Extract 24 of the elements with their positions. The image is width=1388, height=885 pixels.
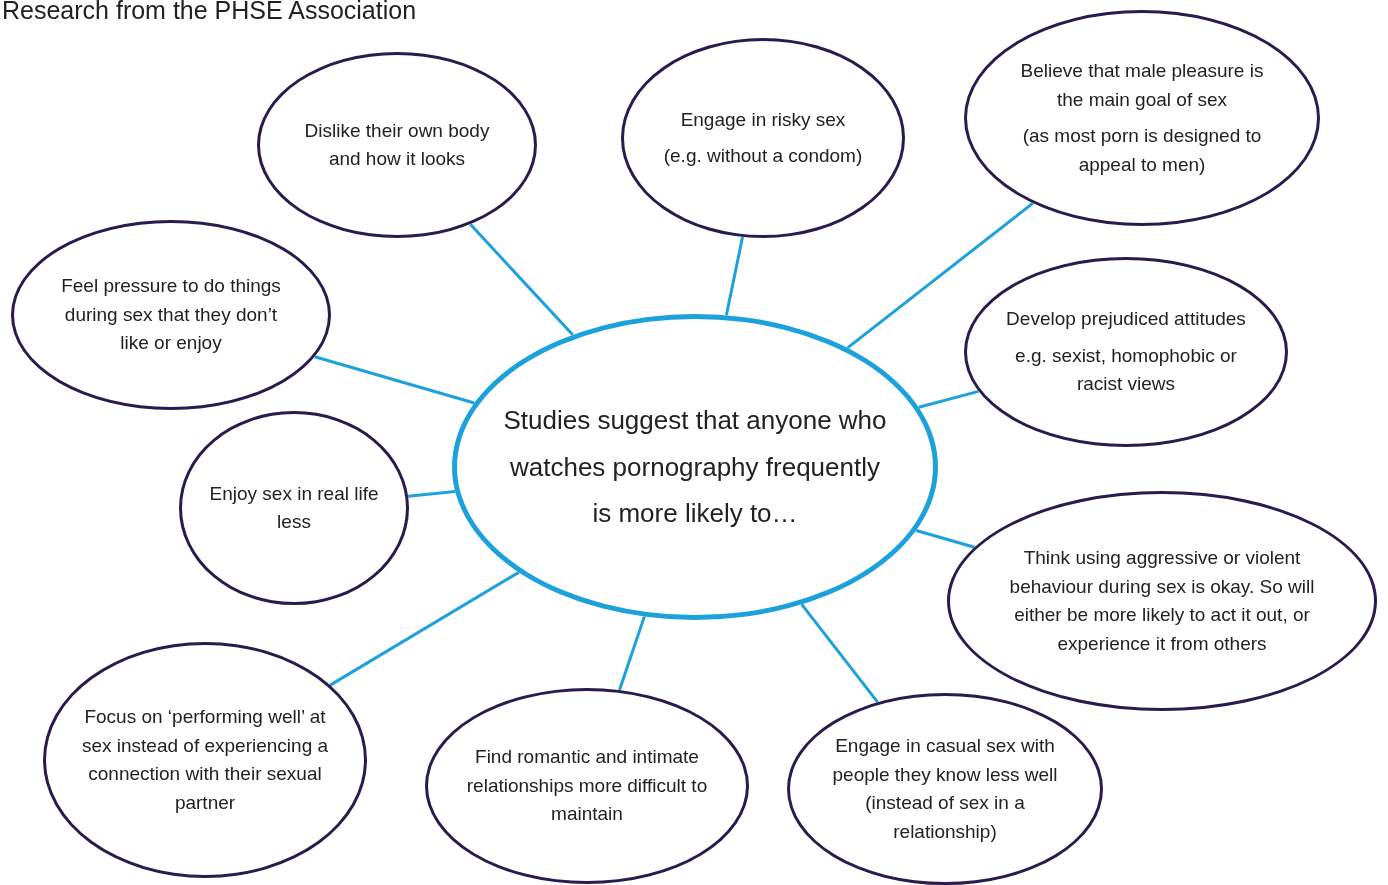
ellipse-text: Develop prejudiced attitudes bbox=[1006, 307, 1246, 332]
ellipse-text: Enjoy sex in real life less bbox=[208, 481, 380, 534]
ellipse-text: Engage in casual sex with people they know less well (instead of sex in a relationship) bbox=[831, 734, 1059, 844]
title: Research from the PHSE Association bbox=[2, 0, 417, 25]
ellipse-text: Think using aggressive or violent behaviour during sex is okay. So will either be more likely to act it out, or experience it from others bbox=[1008, 546, 1316, 656]
connector-line bbox=[329, 571, 520, 687]
connector-line bbox=[724, 236, 744, 316]
ellipse-text: Feel pressure to do things during sex that they don’t like or enjoy bbox=[60, 274, 282, 356]
ellipse-text: Engage in risky sex bbox=[680, 107, 846, 132]
connector-line bbox=[918, 389, 979, 409]
connector-line bbox=[800, 603, 879, 704]
ellipse-text: Focus on ‘performing well’ at sex instead of experiencing a connection with their sexual partner bbox=[81, 705, 329, 815]
ellipse-text: Believe that male pleasure is the main goal of sex bbox=[1019, 59, 1265, 112]
ellipse-text: (e.g. without a condom) bbox=[663, 144, 863, 168]
connector-line bbox=[915, 529, 975, 549]
ellipse-text: Dislike their own body and how it looks bbox=[303, 118, 491, 171]
ellipse-text: Studies suggest that anyone who watches pornography frequently is more likely to… bbox=[502, 403, 888, 531]
connector-line bbox=[469, 223, 574, 336]
ellipse-text: (as most porn is designed to appeal to men) bbox=[1021, 124, 1263, 177]
ellipse-text: e.g. sexist, homophobic or racist views bbox=[1014, 343, 1238, 397]
connector-line bbox=[314, 355, 475, 405]
connector-line bbox=[846, 202, 1034, 350]
ellipse-text: Find romantic and intimate relationships more difficult to maintain bbox=[465, 745, 709, 827]
connector-line bbox=[408, 490, 456, 498]
